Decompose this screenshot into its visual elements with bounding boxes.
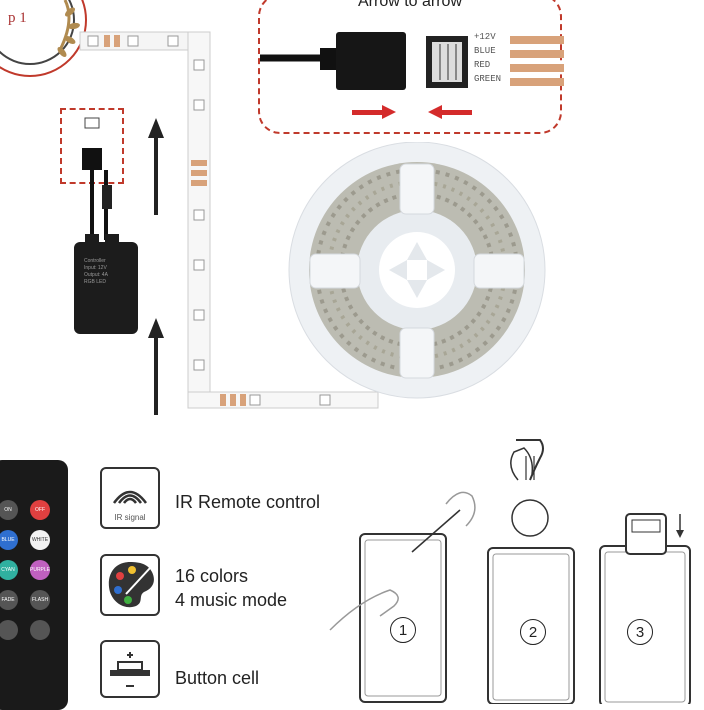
remote-button-on[interactable]: ON bbox=[0, 500, 18, 520]
remote-button-flash[interactable]: FLASH bbox=[30, 590, 50, 610]
controller-diagram bbox=[74, 117, 138, 334]
led-reel-illustration bbox=[288, 142, 546, 399]
plug-connector-illustration bbox=[260, 32, 564, 119]
ir-signal-label: IR signal bbox=[114, 513, 146, 522]
remote-button-purple[interactable]: PURPLE bbox=[30, 560, 50, 580]
badge-text: p 1 bbox=[8, 10, 27, 26]
feature-button-cell: Button cell bbox=[175, 668, 260, 688]
button-cell-icon bbox=[110, 652, 150, 687]
remote-button-extra-left[interactable] bbox=[0, 620, 18, 640]
pin-label-red: RED bbox=[474, 60, 491, 70]
feature-ir-remote: IR Remote control bbox=[175, 492, 321, 512]
feature-colors-line2: 4 music mode bbox=[175, 590, 288, 610]
pin-label-blue: BLUE bbox=[474, 46, 496, 56]
step-number-3: 3 bbox=[627, 619, 653, 645]
brand-badge: p 1 bbox=[0, 0, 90, 80]
remote-button-blue[interactable]: BLUE bbox=[0, 530, 18, 550]
step-number-2: 2 bbox=[520, 619, 546, 645]
battery-icon-box bbox=[100, 640, 160, 698]
remote-button-extra-right[interactable] bbox=[30, 620, 50, 640]
remote-control: ON OFF BLUE WHITE CYAN PURPLE FADE FLASH bbox=[0, 460, 68, 710]
remote-button-white[interactable]: WHITE bbox=[30, 530, 50, 550]
ir-signal-icon-box: IR signal bbox=[100, 467, 160, 529]
palette-icon bbox=[108, 562, 154, 608]
feature-colors: 16 colors 4 music mode bbox=[175, 564, 287, 612]
pin-label-green: GREEN bbox=[474, 74, 502, 84]
pin-label-12v: +12V bbox=[474, 32, 496, 42]
led-strip-diagram bbox=[79, 31, 379, 415]
battery-install-illustration bbox=[329, 439, 691, 704]
feature-colors-line1: 16 colors bbox=[175, 566, 249, 586]
ir-signal-icon bbox=[112, 490, 148, 504]
callout-title: Arrow to arrow bbox=[357, 0, 463, 10]
remote-button-cyan[interactable]: CYAN bbox=[0, 560, 18, 580]
remote-button-off[interactable]: OFF bbox=[30, 500, 50, 520]
laurel-icon bbox=[0, 0, 87, 77]
palette-icon-box bbox=[100, 554, 160, 616]
controller-label: Controller Input: 12V Output: 4A RGB LED bbox=[84, 258, 108, 285]
connection-callout: Arrow to arrow +12V BLUE RED GREEN bbox=[258, 0, 564, 134]
remote-button-fade[interactable]: FADE bbox=[0, 590, 18, 610]
step-number-1: 1 bbox=[390, 617, 416, 643]
